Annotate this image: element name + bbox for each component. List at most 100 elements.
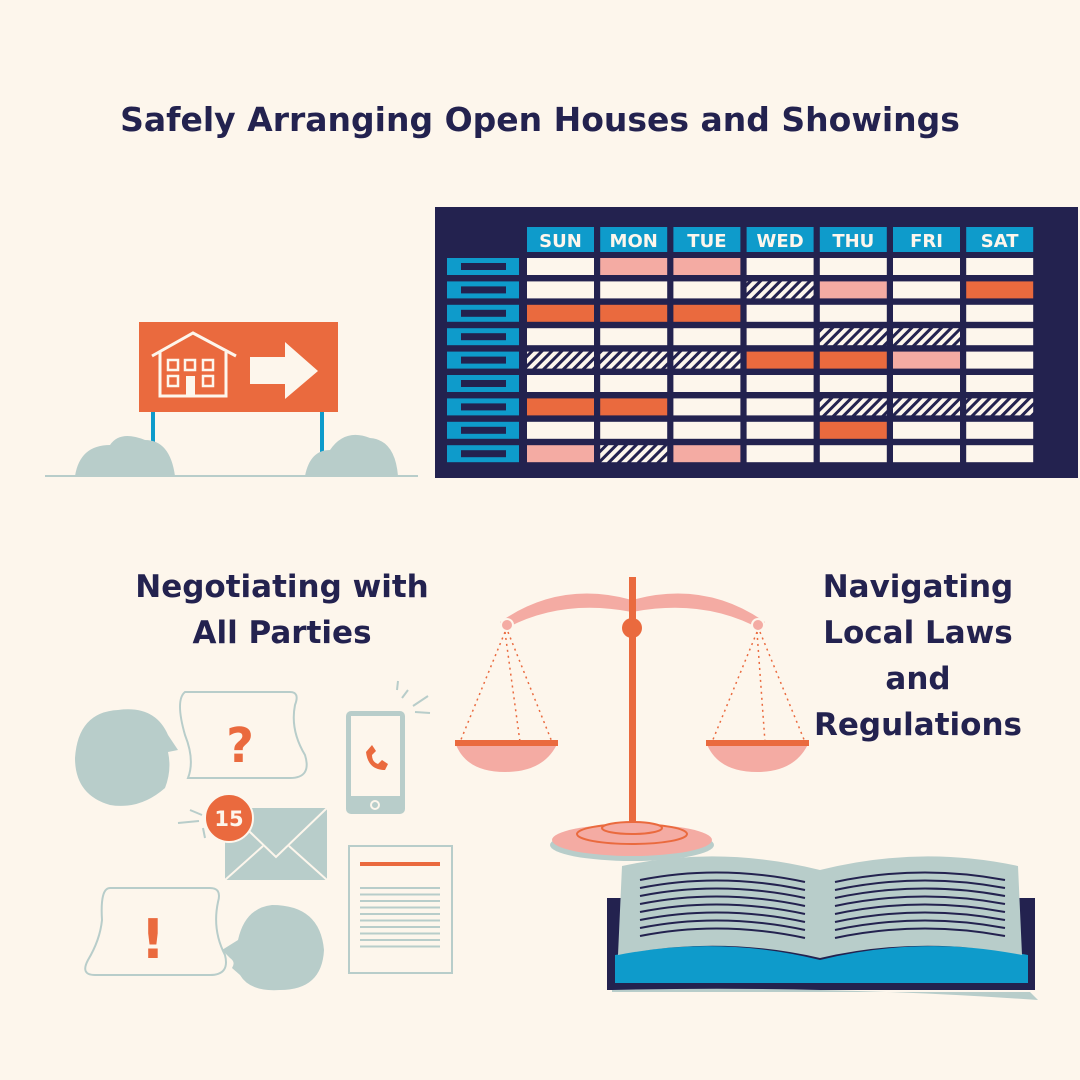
calendar-cell-tentative[interactable]	[819, 281, 887, 299]
calendar-cell-empty[interactable]	[966, 445, 1034, 463]
calendar-cell-empty[interactable]	[673, 398, 741, 416]
calendar-cell-empty[interactable]	[600, 375, 668, 392]
calendar-cell-unavailable[interactable]	[527, 351, 594, 369]
book-text-line	[834, 887, 1006, 899]
calendar-cell-empty[interactable]	[819, 445, 887, 463]
calendar-cell-booked[interactable]	[966, 281, 1034, 299]
calendar-cell-empty[interactable]	[527, 375, 594, 392]
book-text-line	[639, 895, 806, 907]
calendar-cell-empty[interactable]	[893, 445, 960, 463]
day-header-fri	[893, 227, 960, 252]
calendar-cell-tentative[interactable]	[600, 258, 668, 275]
calendar-cell-tentative[interactable]	[527, 445, 594, 463]
calendar-cell-empty[interactable]	[673, 421, 741, 439]
calendar-cell-empty[interactable]	[966, 375, 1034, 392]
calendar-cell-empty[interactable]	[893, 258, 960, 275]
time-slot-label-bar	[461, 356, 506, 364]
book-text-line	[639, 887, 806, 899]
calendar-cell-empty[interactable]	[966, 351, 1034, 369]
calendar-cell-unavailable[interactable]	[600, 351, 668, 369]
calendar-cell-empty[interactable]	[746, 258, 814, 275]
calendar-cell-empty[interactable]	[527, 421, 594, 439]
calendar-cell-empty[interactable]	[966, 258, 1034, 275]
book-text-line	[834, 911, 1006, 923]
calendar-cell-empty[interactable]	[527, 258, 594, 275]
exclamation-mark-icon: !	[141, 908, 166, 971]
navigating-heading-line: and	[885, 661, 951, 697]
calendar-cell-empty[interactable]	[966, 304, 1034, 322]
calendar-cell-empty[interactable]	[673, 328, 741, 346]
day-header-sat	[966, 227, 1034, 252]
book-text-line	[639, 911, 806, 923]
book-text-line	[834, 895, 1006, 907]
calendar-cell-empty[interactable]	[819, 375, 887, 392]
day-label: SAT	[981, 231, 1019, 252]
calendar-cell-empty[interactable]	[966, 421, 1034, 439]
speech-bubble-question: ?	[179, 691, 308, 779]
day-header-sun	[527, 227, 594, 252]
calendar-cell-tentative[interactable]	[673, 445, 741, 463]
day-label: SUN	[539, 231, 582, 252]
document-icon	[348, 845, 453, 974]
calendar-cell-booked[interactable]	[819, 351, 887, 369]
negotiating-heading-line: Negotiating with	[135, 569, 429, 605]
calendar-cell-unavailable[interactable]	[966, 398, 1034, 416]
calendar-cell-empty[interactable]	[527, 328, 594, 346]
calendar-cell-empty[interactable]	[746, 304, 814, 322]
calendar-cell-empty[interactable]	[746, 445, 814, 463]
calendar-cell-unavailable[interactable]	[819, 328, 887, 346]
calendar-cell-empty[interactable]	[746, 375, 814, 392]
book-text-line	[639, 927, 806, 939]
calendar-cell-unavailable[interactable]	[893, 328, 960, 346]
scales-of-justice-icon	[455, 577, 809, 861]
calendar-cell-tentative[interactable]	[673, 258, 741, 275]
day-header-wed	[746, 227, 814, 252]
calendar-cell-empty[interactable]	[746, 421, 814, 439]
calendar-cell-booked[interactable]	[600, 304, 668, 322]
day-label: MON	[610, 231, 658, 252]
negotiating-heading-line: All Parties	[192, 615, 372, 651]
calendar-cell-empty[interactable]	[893, 375, 960, 392]
negotiating-heading: Negotiating with All Parties	[92, 564, 472, 656]
time-slot-label-bar	[461, 450, 506, 458]
calendar-cell-empty[interactable]	[746, 328, 814, 346]
calendar-cell-booked[interactable]	[527, 304, 594, 322]
calendar-cell-unavailable[interactable]	[673, 351, 741, 369]
calendar-cell-empty[interactable]	[673, 281, 741, 299]
book-text-line	[639, 903, 806, 915]
calendar-cell-empty[interactable]	[673, 375, 741, 392]
calendar-cell-booked[interactable]	[673, 304, 741, 322]
phone-call-icon	[366, 745, 388, 770]
calendar-cell-unavailable[interactable]	[600, 445, 668, 463]
time-slot-label-bar	[461, 426, 506, 434]
calendar-cell-booked[interactable]	[746, 351, 814, 369]
calendar-cell-empty[interactable]	[893, 304, 960, 322]
email-badge-count: 15	[214, 807, 243, 831]
calendar-cell-empty[interactable]	[746, 398, 814, 416]
calendar-cell-empty[interactable]	[600, 421, 668, 439]
time-slot-label-bar	[461, 333, 506, 341]
time-slot-label-bar	[461, 403, 506, 411]
calendar-cell-booked[interactable]	[600, 398, 668, 416]
open-book-icon	[607, 856, 1038, 1000]
calendar-cell-empty[interactable]	[600, 281, 668, 299]
calendar-cell-booked[interactable]	[819, 421, 887, 439]
person-speaking-icon	[75, 709, 178, 806]
navigating-heading-line: Regulations	[814, 707, 1022, 743]
calendar-cell-empty[interactable]	[600, 328, 668, 346]
calendar-cell-booked[interactable]	[527, 398, 594, 416]
book-text-line	[639, 879, 806, 891]
calendar-cell-unavailable[interactable]	[746, 281, 814, 299]
calendar-cell-empty[interactable]	[893, 421, 960, 439]
calendar-cell-empty[interactable]	[893, 281, 960, 299]
notification-badge	[204, 793, 254, 843]
calendar-cell-empty[interactable]	[966, 328, 1034, 346]
calendar-cell-unavailable[interactable]	[819, 398, 887, 416]
calendar-cell-unavailable[interactable]	[893, 398, 960, 416]
calendar-cell-empty[interactable]	[527, 281, 594, 299]
open-house-sign-icon	[45, 322, 418, 477]
calendar-cell-empty[interactable]	[819, 304, 887, 322]
calendar-cell-empty[interactable]	[819, 258, 887, 275]
calendar-cell-tentative[interactable]	[893, 351, 960, 369]
